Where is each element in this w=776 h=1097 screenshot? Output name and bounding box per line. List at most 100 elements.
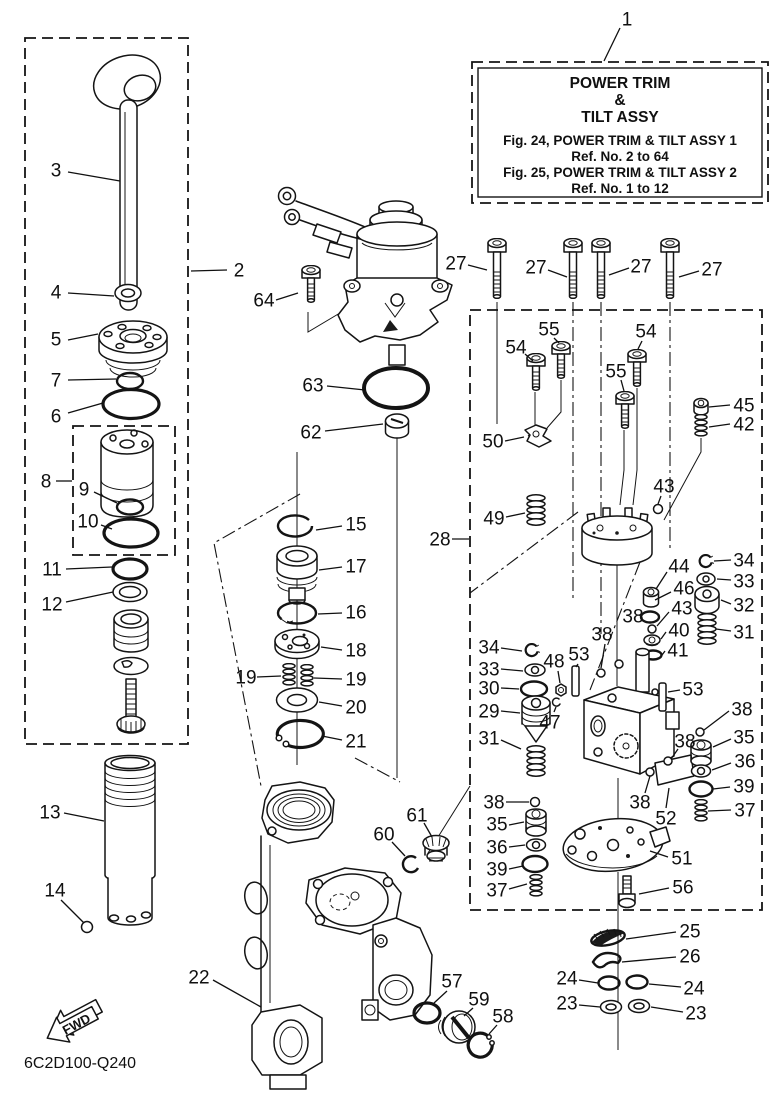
callout-label-8-1: 8	[41, 472, 52, 493]
callout-label-41-1: 41	[667, 641, 688, 662]
part-45-valve-pin	[693, 397, 709, 416]
callout-label-27-3: 27	[630, 257, 651, 278]
leader-line-26-1	[621, 956, 677, 963]
leader-line-61-1	[423, 822, 433, 838]
leader-line-1-1	[603, 27, 621, 62]
callout-label-59-1: 59	[468, 990, 489, 1011]
callout-label-28-1: 28	[429, 530, 450, 551]
leader-line-2-1	[190, 269, 228, 272]
callout-label-36-2: 36	[734, 752, 755, 773]
callout-label-33-1: 33	[478, 660, 499, 681]
callout-label-23-1: 23	[556, 994, 577, 1015]
callout-label-43-2: 43	[671, 599, 692, 620]
part-22-cylinder-body	[243, 781, 433, 1090]
leader-line-38-5	[703, 710, 730, 731]
callout-label-24-1: 24	[556, 969, 578, 990]
leader-line-53-1	[575, 663, 579, 668]
callout-label-19-2: 19	[345, 670, 366, 691]
part-31-spring-right	[697, 613, 717, 645]
part-5-cylinder-end-cap	[98, 320, 168, 378]
callout-label-48-1: 48	[543, 652, 564, 673]
callout-label-36-1: 36	[486, 838, 507, 859]
leader-line-51-1	[649, 850, 669, 858]
part-39-o-ring-left	[521, 854, 549, 874]
leader-line-15-1	[315, 525, 343, 531]
part-34-e-clip-left	[524, 643, 540, 658]
leader-line-6-1	[67, 402, 104, 414]
callout-label-34-2: 34	[733, 551, 755, 572]
part-24-o-ring-left	[597, 975, 621, 991]
part-20-washer	[275, 687, 319, 713]
callout-label-18-1: 18	[345, 641, 366, 662]
part-3-trim-rod	[92, 54, 162, 311]
callout-label-22-1: 22	[188, 968, 209, 989]
callout-label-16-1: 16	[345, 603, 366, 624]
part-49-spring	[526, 494, 546, 526]
part-32-valve-guide	[694, 585, 720, 615]
part-19-spring-left	[282, 663, 296, 686]
callout-label-46-1: 46	[673, 579, 694, 600]
group-28-boundary	[469, 309, 763, 911]
part-38-ball-b	[614, 659, 624, 669]
leader-line-9-1	[93, 491, 118, 504]
part-24-o-ring-right	[625, 974, 649, 990]
callout-label-27-4: 27	[701, 260, 722, 281]
leader-line-53-2	[667, 689, 681, 693]
wire-terminal-icon	[277, 186, 297, 206]
leader-line-39-1	[508, 865, 524, 870]
leader-line-27-3	[608, 267, 630, 276]
part-37-spring-left	[529, 874, 543, 897]
title-line-1: POWER TRIM	[570, 75, 671, 92]
leader-line-36-2	[711, 762, 732, 771]
subtitle-line-4: Ref. No. 1 to 12	[571, 181, 669, 196]
leader-line-54-1	[524, 353, 534, 362]
part-12-backup-ring	[112, 581, 148, 603]
leader-line-40-1	[660, 631, 667, 640]
callout-label-51-1: 51	[671, 849, 692, 870]
title-box-outer-border	[471, 61, 769, 204]
leader-line-60-1	[391, 841, 406, 857]
part-59-screw-plug	[438, 1010, 476, 1044]
part-42-spring	[694, 414, 708, 437]
leader-line-37-2	[707, 809, 732, 812]
leader-line-62-1	[324, 423, 384, 432]
callout-label-35-2: 35	[733, 728, 754, 749]
leader-line-24-1	[578, 979, 599, 984]
leader-line-42-1	[708, 423, 731, 428]
part-38-ball-e	[695, 727, 705, 737]
subtitle-line-1: Fig. 24, POWER TRIM & TILT ASSY 1	[503, 133, 737, 148]
leader-line-55-1	[553, 337, 560, 344]
part-25-serrated-washer	[590, 928, 626, 947]
callout-label-9-1: 9	[79, 480, 90, 501]
drawing-code: 6C2D100-Q240	[24, 1055, 136, 1072]
leader-line-19-1	[256, 675, 282, 678]
callout-label-35-1: 35	[486, 815, 507, 836]
callout-label-30-1: 30	[478, 679, 499, 700]
callout-label-5-1: 5	[51, 330, 62, 351]
callout-label-62-1: 62	[300, 423, 321, 444]
callout-label-27-1: 27	[445, 254, 466, 275]
subtitle-line-2: Ref. No. 2 to 64	[571, 149, 669, 164]
part-57-o-ring	[412, 1001, 442, 1025]
title-line-2: &	[614, 92, 625, 109]
leader-line-27-2	[547, 269, 568, 278]
leader-line-38-3	[600, 643, 606, 669]
callout-label-42-1: 42	[733, 415, 754, 436]
callout-label-3-1: 3	[51, 161, 62, 182]
leader-line-36-1	[508, 844, 526, 848]
leader-line-14-1	[60, 899, 85, 924]
callout-label-39-1: 39	[486, 860, 507, 881]
leader-line-48-1	[557, 670, 561, 684]
part-43-ball-upper	[652, 503, 664, 515]
callout-label-38-3: 38	[591, 625, 612, 646]
part-33-washer-left	[524, 663, 546, 677]
callout-label-33-2: 33	[733, 572, 754, 593]
part-55-bolt-right	[615, 391, 635, 429]
leader-line-4-1	[67, 292, 115, 297]
leader-line-21-1	[321, 735, 343, 741]
part-54-bolt-left	[526, 353, 546, 391]
part-39-o-ring-right	[688, 780, 714, 798]
callout-label-34-1: 34	[478, 638, 500, 659]
leader-line-34-2	[713, 559, 732, 562]
